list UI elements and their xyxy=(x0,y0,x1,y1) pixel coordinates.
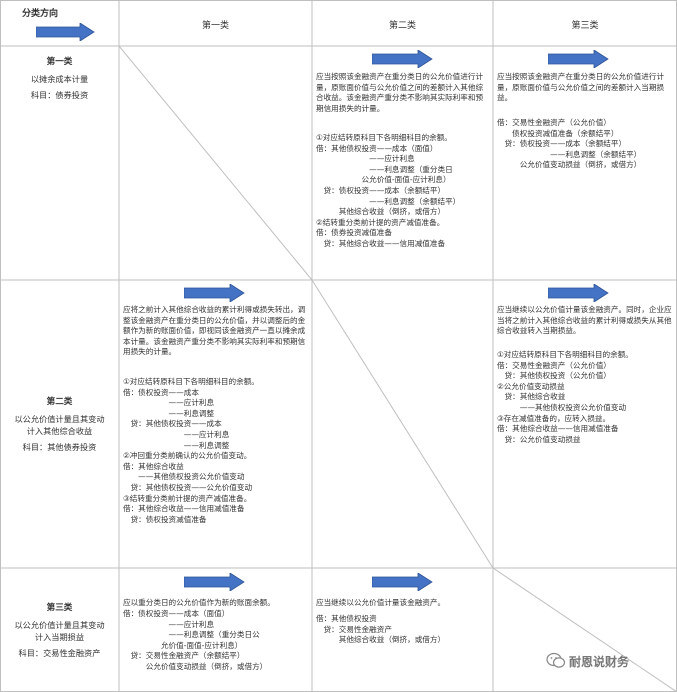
r2c3-intro: 应当继续以公允价值计量该金融资产。同时，企业应当将之前计入其他综合收益的累计利得… xyxy=(497,305,672,336)
diagonal-r3c3 xyxy=(492,567,677,692)
arrow-right-icon xyxy=(36,23,95,41)
col-header-1: 第一类 xyxy=(201,21,229,31)
wechat-icon xyxy=(546,652,566,668)
r2c1-entries: ①对应结转原科目下各明细科目的余额。 借：债权投资——成本 ——应计利息 ——利… xyxy=(123,377,259,524)
col-header-3: 第三类 xyxy=(571,21,599,31)
r1c3-intro: 应当按照该金融资产在重分类日的公允价值进行计量，原账面价值与公允价值之间的差额计… xyxy=(497,72,665,103)
arrow-right-icon xyxy=(548,50,609,68)
row-title: 第二类 xyxy=(46,397,73,407)
r1c2-intro: 应当按照该金融资产在重分类日的公允价值进行计量，原账面价值与公允价值之间的差额计… xyxy=(316,72,484,113)
r3c1-entries: 借：债权投资——成本（面值） ——应计利息 ——利息调整（重分类日公 允价值-面… xyxy=(123,609,268,671)
r1c3-entries: 借：交易性金融资产（公允价值） 债权投资减值准备（余额结平） 贷：债权投资——成… xyxy=(497,118,642,170)
row-subject: 科目：债券投资 xyxy=(30,90,89,100)
row-label-3: 第三类 以公允价值计量且其变动 计入当期损益 科目：交易性金融资产 xyxy=(0,602,119,659)
arrow-right-icon xyxy=(184,284,245,302)
row-desc: 以公允价值计量且其变动 xyxy=(14,413,105,424)
row-desc-2: 计入当期损益 xyxy=(34,632,85,642)
r3c2-intro: 应当继续以公允价值计量该金融资产。 xyxy=(316,598,446,607)
diagonal-r2c2 xyxy=(311,279,494,569)
row-label-1: 第一类 以摊余成本计量 科目：债券投资 xyxy=(0,56,119,102)
arrow-right-icon xyxy=(372,573,433,591)
row-desc-2: 计入其他综合收益 xyxy=(26,426,93,436)
watermark-text: 耐恩说财务 xyxy=(569,655,630,669)
row-desc: 以公允价值计量且其变动 xyxy=(14,619,105,630)
arrow-right-icon xyxy=(184,573,245,591)
row-subject: 科目：其他债券投资 xyxy=(22,441,97,452)
r3c1-intro: 应以重分类日的公允价值作为新的账面余额。 xyxy=(123,598,275,607)
r1c2-entries: ①对应结转原科目下各明细科目的余额。 借：其他债权投资——成本（面值） ——应计… xyxy=(316,133,461,248)
row-label-2: 第二类 以公允价值计量且其变动 计入其他综合收益 科目：其他债券投资 xyxy=(0,396,119,453)
r3c2-entries: 借：其他债权投资 贷：交易性金融资产 其他综合收益（倒挤，或借方） xyxy=(316,614,446,645)
row-title: 第一类 xyxy=(46,57,73,67)
r2c1-intro: 应将之前计入其他综合收益的累计利得或损失转出，调整该金融资产在重分类日的公允价值… xyxy=(123,305,306,357)
row-subject: 科目：交易性金融资产 xyxy=(18,647,101,658)
arrow-right-icon xyxy=(372,50,433,68)
arrow-right-icon xyxy=(548,284,609,302)
row-desc: 以摊余成本计量 xyxy=(30,73,89,84)
diagonal-r1c1 xyxy=(118,45,313,281)
r2c3-entries: ①对应结转原科目下各明细科目的余额。 借：交易性金融资产（公允价值） 贷：其他债… xyxy=(497,350,633,444)
direction-label: 分类方向 xyxy=(22,9,59,19)
col-header-2: 第二类 xyxy=(388,21,416,31)
row-title: 第三类 xyxy=(46,603,73,613)
